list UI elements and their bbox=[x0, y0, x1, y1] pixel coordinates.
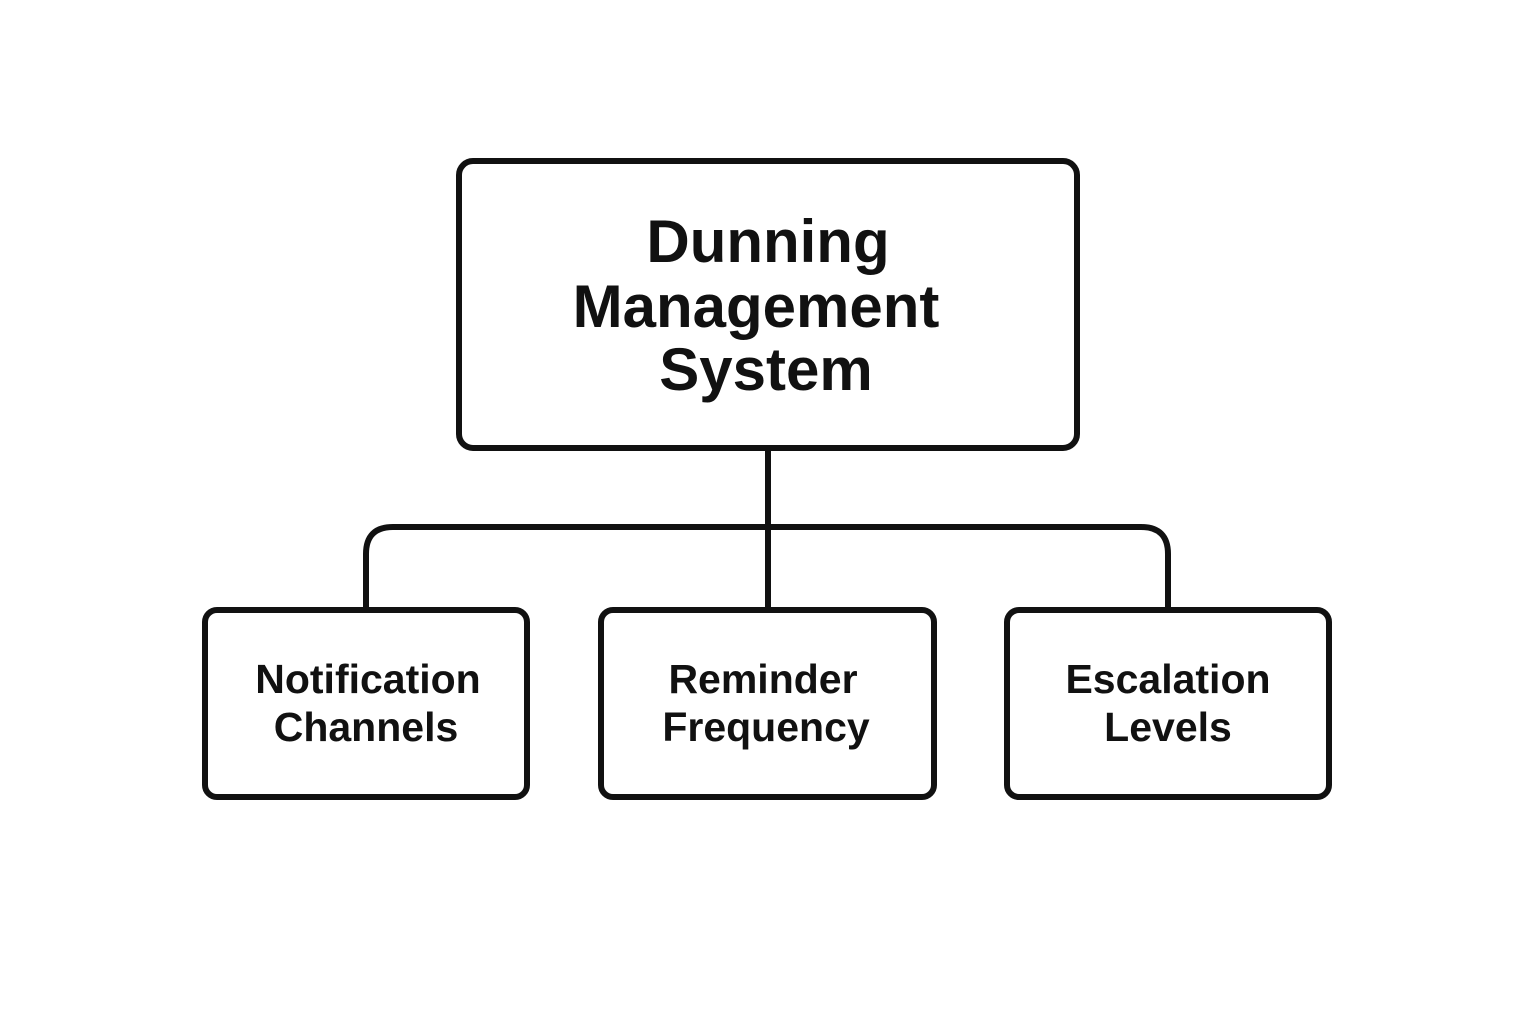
root-box bbox=[456, 158, 1080, 451]
notification-channels-label-line-1: Notification bbox=[255, 656, 480, 702]
notification-channels-box bbox=[202, 607, 530, 800]
escalation-levels-label-line-1: Escalation bbox=[1065, 656, 1270, 702]
root-label-line-3: System bbox=[659, 336, 872, 403]
notification-channels-label-line-2: Channels bbox=[274, 704, 459, 750]
root-node: Dunning Management System bbox=[456, 158, 1080, 451]
connectors bbox=[363, 445, 1171, 611]
horizontal-branch-connector bbox=[363, 524, 1171, 611]
child-node-reminder-frequency: Reminder Frequency bbox=[598, 607, 937, 800]
escalation-levels-label-line-2: Levels bbox=[1104, 704, 1232, 750]
root-label-line-1: Dunning bbox=[646, 208, 889, 275]
reminder-frequency-label-line-1: Reminder bbox=[668, 656, 857, 702]
reminder-frequency-box bbox=[598, 607, 937, 800]
child-node-notification-channels: Notification Channels bbox=[202, 607, 530, 800]
escalation-levels-box bbox=[1004, 607, 1332, 800]
root-label-line-2: Management bbox=[573, 273, 940, 340]
reminder-frequency-label-line-2: Frequency bbox=[662, 704, 870, 750]
child-node-escalation-levels: Escalation Levels bbox=[1004, 607, 1332, 800]
